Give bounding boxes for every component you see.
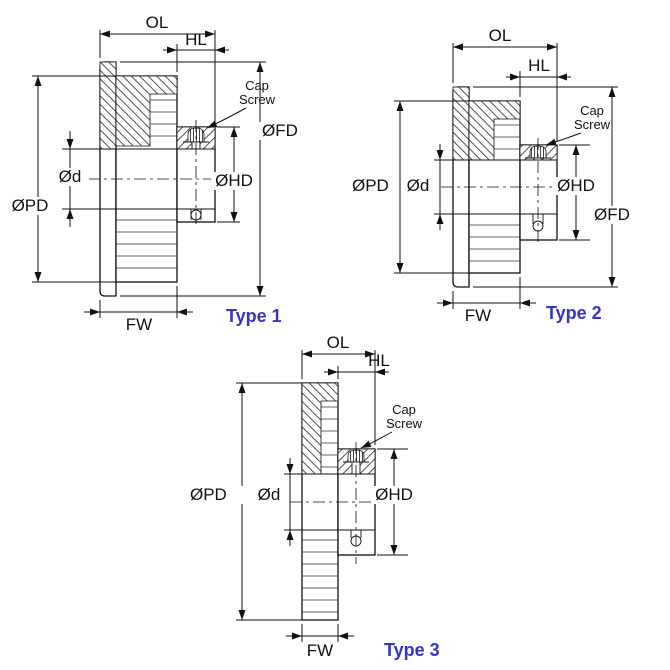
body-section-hatch — [115, 75, 178, 147]
bore-lines — [302, 473, 375, 531]
label-bg — [256, 122, 304, 140]
dim-hub-diameter: ØHD — [371, 448, 417, 556]
dim-overall-length: OL — [99, 13, 216, 123]
cap-screw-label-line2: Screw — [239, 92, 276, 107]
dim-face-width: FW — [437, 277, 536, 325]
cap-screw-label-line2: Screw — [386, 416, 423, 431]
dim-pitch-diameter: ØPD — [4, 75, 116, 283]
pulley-cross-section — [441, 86, 570, 288]
bore-label: Ød — [59, 167, 82, 186]
leader-arrow — [545, 132, 582, 146]
dim-hub-length: HL — [324, 351, 390, 379]
dim-bore-diameter: Ød — [52, 131, 100, 227]
ol-label: OL — [146, 13, 169, 32]
label-bg — [371, 486, 417, 504]
hub — [519, 144, 558, 241]
ext-lines — [120, 61, 266, 297]
cap-screw-label-line1: Cap — [392, 402, 416, 417]
label-bg — [4, 197, 56, 215]
dim-bore-diameter: Ød — [251, 458, 302, 546]
bore-label: Ød — [407, 176, 430, 195]
hl-label: HL — [185, 30, 207, 49]
ext-lines — [473, 86, 618, 288]
cap-screw-callout: Cap Screw — [545, 103, 611, 146]
ext-lines — [236, 382, 302, 621]
bore-lines — [453, 159, 557, 215]
dim-hub-length: HL — [163, 30, 229, 72]
ol-label: OL — [489, 26, 512, 45]
dim-pitch-diameter: ØPD — [350, 100, 469, 274]
hd-label: ØHD — [557, 176, 595, 195]
ext-lines — [32, 75, 116, 283]
type-1-label: Type 1 — [226, 306, 282, 326]
type-2-label: Type 2 — [546, 303, 602, 323]
pd-label: ØPD — [190, 485, 227, 504]
dim-hub-diameter: ØHD — [211, 126, 258, 223]
cap-screw-label-line1: Cap — [580, 103, 604, 118]
label-bg — [589, 206, 636, 224]
dim-overall-length: OL — [452, 26, 558, 141]
dim-bore-diameter: Ød — [401, 144, 453, 230]
fd-label: ØFD — [594, 205, 630, 224]
dim-flange-diameter: ØFD — [120, 61, 304, 297]
left-flange-hatch — [452, 86, 470, 161]
pulley-cross-section — [88, 61, 228, 297]
label-bg — [350, 177, 396, 195]
pulley-type-3-diagram: OL HL Cap Screw ØHD ØPD — [186, 333, 440, 660]
label-bg — [553, 177, 599, 195]
label-bg — [211, 172, 258, 190]
dim-hub-diameter: ØHD — [553, 144, 599, 241]
pulley-cross-section — [290, 382, 388, 621]
ol-label: OL — [327, 333, 350, 352]
label-bg — [251, 486, 287, 504]
cap-screw-label-line1: Cap — [245, 78, 269, 93]
dim-face-width: FW — [286, 624, 354, 660]
leader-arrow — [206, 107, 247, 129]
dim-face-width: FW — [84, 286, 193, 334]
type-3-label: Type 3 — [384, 640, 440, 660]
fw-label: FW — [465, 306, 491, 325]
hl-label: HL — [528, 56, 550, 75]
pd-label: ØPD — [352, 176, 389, 195]
fd-label: ØFD — [262, 121, 298, 140]
fw-label: FW — [307, 641, 333, 660]
hd-label: ØHD — [375, 485, 413, 504]
dim-pitch-diameter: ØPD — [186, 382, 302, 621]
label-bg — [401, 177, 436, 195]
ext-lines — [394, 100, 469, 274]
pd-label: ØPD — [12, 196, 49, 215]
cap-screw-label-line2: Screw — [574, 117, 611, 132]
label-bg — [52, 168, 89, 186]
hd-label: ØHD — [215, 171, 253, 190]
bore-label: Ød — [258, 485, 281, 504]
leader-arrow — [360, 431, 393, 449]
left-flange-hatch — [99, 61, 117, 150]
label-bg — [186, 486, 246, 504]
fw-label: FW — [126, 315, 152, 334]
dim-hub-length: HL — [506, 56, 571, 97]
pulley-type-1-diagram: OL HL Cap Screw ØFD ØHD — [4, 13, 304, 334]
dim-overall-length: OL — [301, 333, 376, 445]
pulley-type-2-diagram: OL HL Cap Screw ØHD ØFD — [350, 26, 636, 325]
hl-label: HL — [368, 351, 390, 370]
ext-lines — [301, 624, 339, 642]
dim-flange-diameter: ØFD — [473, 86, 636, 288]
cap-screw-callout: Cap Screw — [360, 402, 423, 449]
